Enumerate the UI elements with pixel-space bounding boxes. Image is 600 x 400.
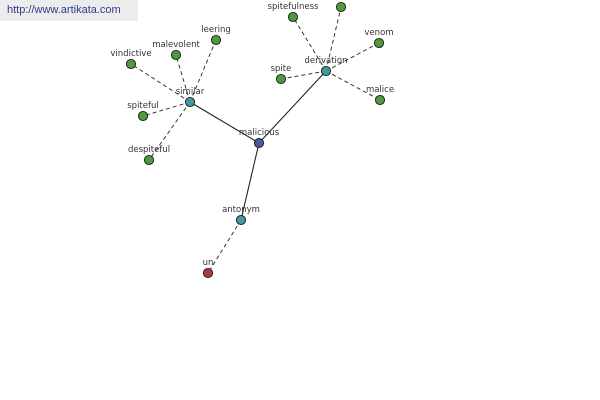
- edge-similar-despiteful: [148, 101, 191, 161]
- node-term-venom[interactable]: [373, 37, 385, 49]
- edge-derivation-spitefulness: [292, 16, 327, 72]
- edge-similar-vindictive: [130, 63, 191, 103]
- edge-antonym-un: [207, 219, 242, 274]
- label-relation-similar: similar: [176, 87, 205, 97]
- edge-similar-spiteful: [142, 101, 191, 117]
- node-term-malice[interactable]: [374, 94, 386, 106]
- label-relation-antonym: antonym: [222, 205, 260, 215]
- edge-derivation-malice: [325, 70, 381, 101]
- label-relation-derivation: derivation: [304, 56, 347, 66]
- label-term-leering: leering: [201, 25, 230, 35]
- edges-layer: [130, 6, 381, 274]
- label-term-malice: malice: [366, 85, 394, 95]
- label-term-malevolent: malevolent: [152, 40, 200, 50]
- node-term-spiteful[interactable]: [137, 110, 149, 122]
- label-term-spite: spite: [271, 64, 292, 74]
- edge-similar-leering: [189, 39, 217, 103]
- edge-derivation-unlabeled: [325, 6, 342, 72]
- node-term-despiteful[interactable]: [143, 154, 155, 166]
- node-relation-antonym[interactable]: [235, 214, 247, 226]
- node-relation-similar[interactable]: [184, 96, 196, 108]
- label-term-un: un: [203, 258, 214, 268]
- edge-similar-malevolent: [175, 54, 191, 103]
- node-term-un[interactable]: [202, 267, 214, 279]
- node-relation-derivation[interactable]: [320, 65, 332, 77]
- node-root-malicious[interactable]: [253, 137, 265, 149]
- node-term-leering[interactable]: [210, 34, 222, 46]
- edge-derivation-spite: [280, 70, 327, 80]
- node-term-vindictive[interactable]: [125, 58, 137, 70]
- watermark-url: http://www.artikata.com: [0, 0, 138, 21]
- label-root: malicious: [239, 128, 280, 138]
- edge-derivation-venom: [325, 42, 380, 72]
- label-term-spiteful: spiteful: [127, 101, 159, 111]
- edge-root-derivation: [258, 70, 327, 144]
- label-term-despiteful: despiteful: [128, 145, 170, 155]
- node-term-unlabeled[interactable]: [335, 1, 347, 13]
- node-term-malevolent[interactable]: [170, 49, 182, 61]
- nodes-layer: [125, 1, 386, 279]
- label-term-vindictive: vindictive: [110, 49, 151, 59]
- labels-layer: malicious similar vindictivemalevolentleer…: [110, 2, 394, 268]
- edge-root-antonym: [240, 142, 260, 221]
- label-term-venom: venom: [364, 28, 393, 38]
- node-term-spite[interactable]: [275, 73, 287, 85]
- edge-root-similar: [189, 101, 260, 144]
- label-term-spitefulness: spitefulness: [268, 2, 320, 12]
- node-term-spitefulness[interactable]: [287, 11, 299, 23]
